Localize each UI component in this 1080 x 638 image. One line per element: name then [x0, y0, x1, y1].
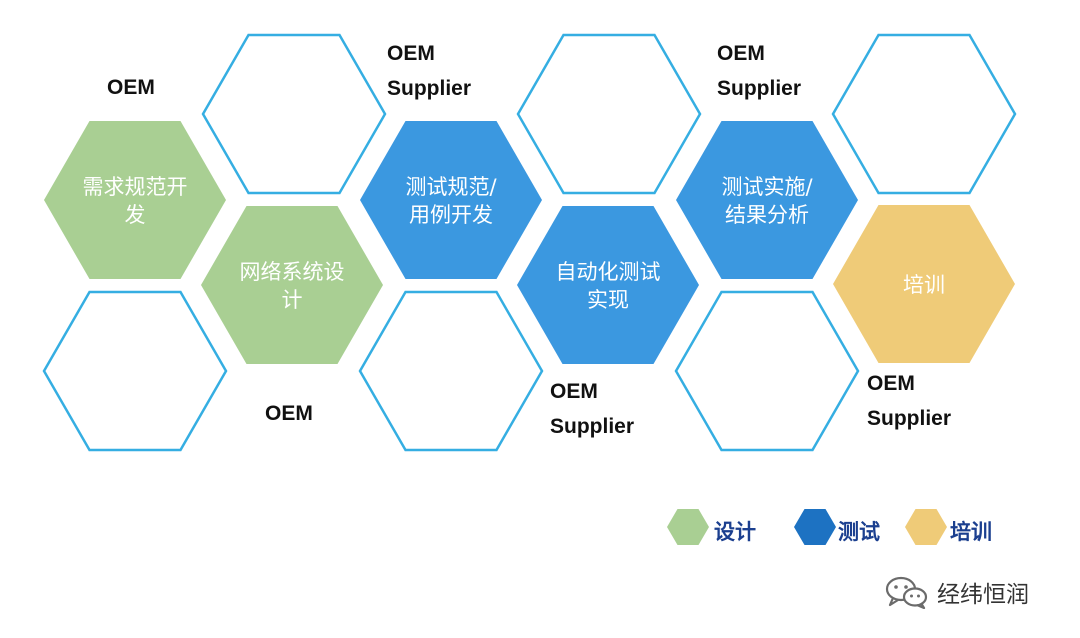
legend-swatch-design — [667, 509, 709, 545]
empty-hexagon-3 — [831, 33, 1017, 195]
hexagon-label-exec-line-2: 结果分析 — [725, 203, 809, 227]
legend-label-test: 测试 — [838, 519, 880, 544]
hexagon-shape-net — [201, 206, 383, 364]
hexagon-label-req-line-2: 发 — [125, 203, 146, 227]
hexagon-exec: 测试实施/结果分析 — [676, 121, 858, 279]
hexagon-label-auto-line-1: 自动化测试 — [556, 260, 661, 284]
empty-hexagon-6 — [674, 290, 860, 452]
hexagon-spec: 测试规范/用例开发 — [360, 121, 542, 279]
hexagon-shape-req — [44, 121, 226, 279]
legend-label-training: 培训 — [950, 519, 992, 544]
wechat-icon — [885, 576, 928, 609]
watermark: 经纬恒润 — [885, 572, 1029, 612]
hexagon-shape-spec — [360, 121, 542, 279]
role-label-oem-supplier-6: OEM Supplier — [867, 372, 952, 430]
hexagon-label-req-line-1: 需求规范开 — [83, 175, 188, 199]
hexagon-shape-exec — [676, 121, 858, 279]
empty-hexagon-4 — [42, 290, 228, 452]
legend-swatch-test — [794, 509, 836, 545]
hexagon-shape-train — [833, 205, 1015, 363]
role-label-oem-1: OEM — [107, 76, 155, 99]
role-label-oem-supplier-3: OEM Supplier — [717, 42, 802, 100]
watermark-text: 经纬恒润 — [937, 582, 1029, 608]
empty-hexagon-1 — [201, 33, 387, 195]
hexagon-shape-auto — [517, 206, 699, 364]
hexagon-label-net-line-2: 计 — [282, 288, 303, 312]
hexagon-label-auto-line-2: 实现 — [587, 288, 629, 312]
hexagon-train: 培训 — [833, 205, 1015, 363]
hexagon-label-net-line-1: 网络系统设 — [240, 260, 345, 284]
hexagon-label-exec-line-1: 测试实施/ — [721, 175, 813, 199]
role-label-oem-supplier-2: OEM Supplier — [387, 42, 472, 100]
empty-hexagon-2 — [516, 33, 702, 195]
hexagon-label-spec-line-2: 用例开发 — [409, 203, 493, 227]
role-label-oem-4: OEM — [265, 402, 313, 425]
legend-label-design: 设计 — [714, 519, 756, 544]
empty-hexagon-5 — [358, 290, 544, 452]
role-label-oem-supplier-5: OEM Supplier — [550, 380, 635, 438]
empty-hexagon-layer — [42, 33, 1017, 452]
hexagon-label-spec-line-1: 测试规范/ — [405, 175, 497, 199]
hexagon-label-train-line-1: 培训 — [903, 273, 945, 297]
legend-swatch-training — [905, 509, 947, 545]
